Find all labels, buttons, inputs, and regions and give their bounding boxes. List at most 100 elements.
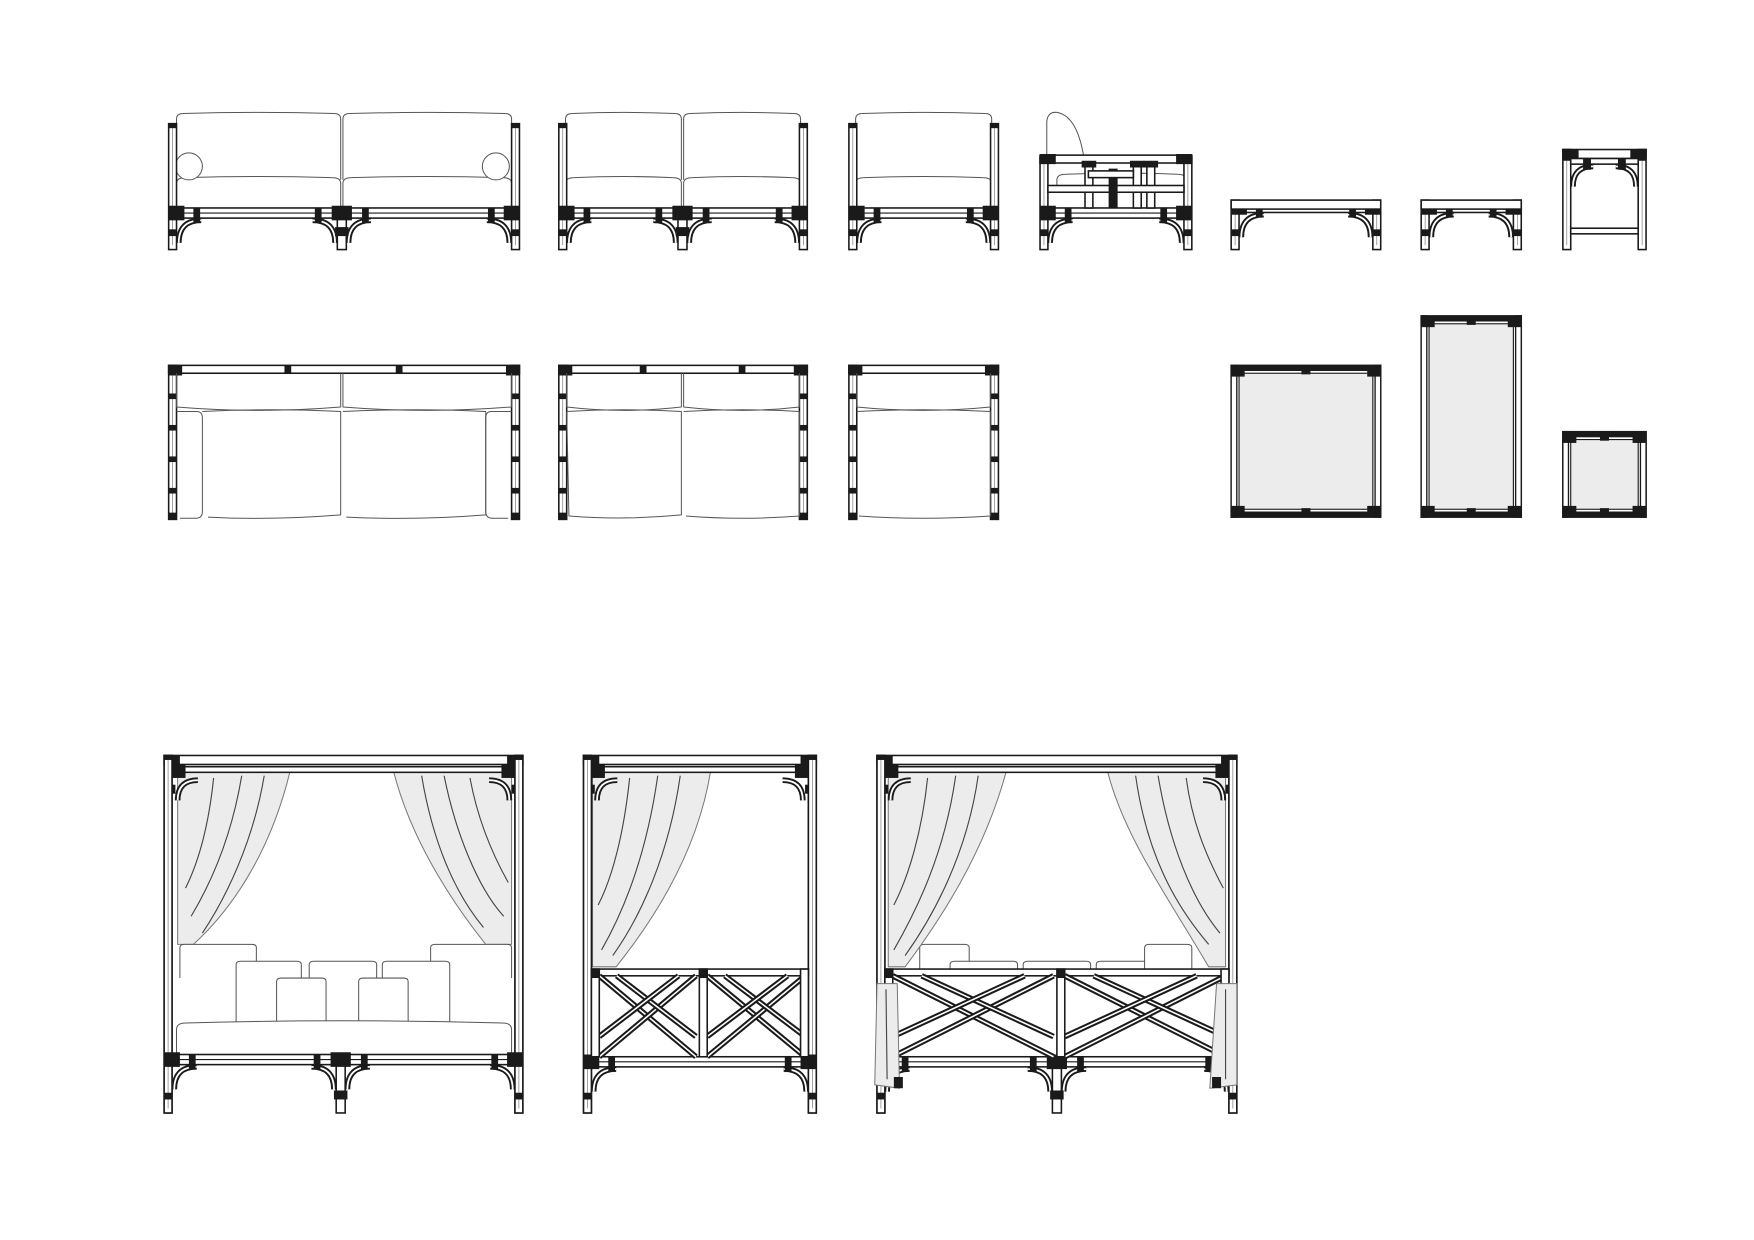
frame-joint [172, 764, 186, 778]
frame-joint [514, 1092, 523, 1100]
frame-joint [1367, 365, 1381, 377]
frame-joint [168, 365, 183, 376]
curtain [1106, 770, 1227, 968]
frame-joint [558, 512, 567, 520]
throw-pillow [276, 977, 327, 1026]
frame-joint [884, 764, 899, 778]
woven-top [1570, 439, 1639, 510]
frame-joint [799, 229, 808, 237]
frame-joint [558, 365, 573, 376]
frame-joint [1143, 160, 1159, 168]
frame-joint [1040, 229, 1048, 237]
frame-bracket [345, 217, 372, 243]
post-cap [164, 755, 173, 760]
frame-joint [1617, 158, 1626, 170]
back-cushion [855, 111, 993, 180]
sofa-2-seat-front-elevation [558, 111, 809, 251]
frame-joint [799, 393, 808, 400]
frame-joint [848, 456, 857, 463]
frame-back-rail [558, 364, 809, 375]
frame-joint [164, 1052, 180, 1067]
frame-back-rail [848, 364, 1000, 375]
frame-joint [848, 487, 857, 494]
frame-joint [313, 1054, 321, 1070]
frame-joint [848, 512, 857, 520]
lattice-cross-bar-inner [706, 975, 806, 1058]
frame-joint [982, 205, 999, 221]
curtain-fold-line [1135, 775, 1210, 945]
frame-joint [1160, 207, 1168, 223]
frame-joint [1421, 315, 1435, 328]
frame-joint [672, 205, 693, 221]
curtain-fold-line [904, 775, 979, 956]
sofa-2-seat-plan-view [558, 364, 809, 521]
lattice-upright [698, 968, 709, 1058]
frame-joint [507, 1052, 523, 1067]
curtain-fold-line [1157, 775, 1221, 934]
frame-joint [558, 393, 567, 400]
frame-joint [1183, 229, 1192, 237]
frame-joint [558, 456, 567, 463]
frame-joint [984, 365, 999, 376]
seat-cushion [342, 176, 513, 208]
post-cap [558, 123, 567, 129]
curtain-fold-line [421, 775, 484, 928]
back-cushion-profile [1046, 111, 1087, 180]
post-cap [877, 755, 885, 760]
frame-joint [511, 512, 520, 520]
frame-joint [168, 424, 177, 431]
frame-joint [738, 365, 746, 374]
small-table-front-elevation [1420, 199, 1523, 251]
frame-joint [511, 229, 520, 237]
frame-bracket [566, 217, 592, 243]
canopy-curtain-rail [171, 765, 516, 774]
post-cap [799, 123, 808, 129]
frame-joint [655, 207, 663, 223]
post-cap [1228, 755, 1237, 760]
frame-joint [395, 365, 403, 374]
arm-block [1087, 170, 1135, 179]
frame-joint [168, 487, 177, 494]
frame-joint [990, 512, 999, 520]
side-table-front-elevation [1562, 148, 1647, 251]
frame-bracket [490, 1064, 516, 1090]
curtain-fold-line [1185, 777, 1224, 889]
frame-joint [1040, 154, 1056, 165]
frame-bracket [783, 1066, 809, 1092]
frame-bracket [1027, 1066, 1053, 1092]
frame-joint [505, 365, 520, 376]
back-cushion [565, 111, 682, 180]
frame-bracket [1428, 211, 1454, 238]
frame-bracket-inner [889, 779, 911, 801]
frame-joint [990, 456, 999, 463]
seat-cushion-plan [342, 409, 487, 519]
frame-bracket [1159, 217, 1185, 243]
frame-joint [608, 1056, 616, 1072]
canopy-top-beam [582, 754, 818, 766]
frame-joint [1513, 229, 1522, 237]
rim-rail [1420, 315, 1428, 518]
back-cushion [176, 111, 342, 180]
post-cap [514, 755, 523, 760]
frame-joint [591, 969, 600, 979]
frame-joint [1077, 1056, 1084, 1072]
frame-joint [1231, 365, 1245, 377]
frame-bracket [1347, 211, 1374, 238]
table-top [1420, 199, 1523, 210]
frame-joint [1129, 160, 1145, 168]
frame-joint [990, 424, 999, 431]
canopy-top-beam [876, 754, 1238, 766]
frame-joint [583, 207, 591, 223]
frame-joint [193, 207, 201, 223]
frame-joint [799, 512, 808, 520]
seat-cushion [176, 176, 342, 208]
lattice-cross-bar-inner [1064, 975, 1197, 1038]
frame-joint [1064, 207, 1072, 223]
lattice-cross-bar-inner [598, 975, 697, 1058]
post-cap [583, 755, 592, 760]
frame-joint [583, 1092, 592, 1100]
frame-joint [1081, 160, 1097, 168]
frame-joint [966, 207, 974, 223]
woven-top [1238, 372, 1374, 510]
back-cushion-plan [566, 373, 682, 411]
